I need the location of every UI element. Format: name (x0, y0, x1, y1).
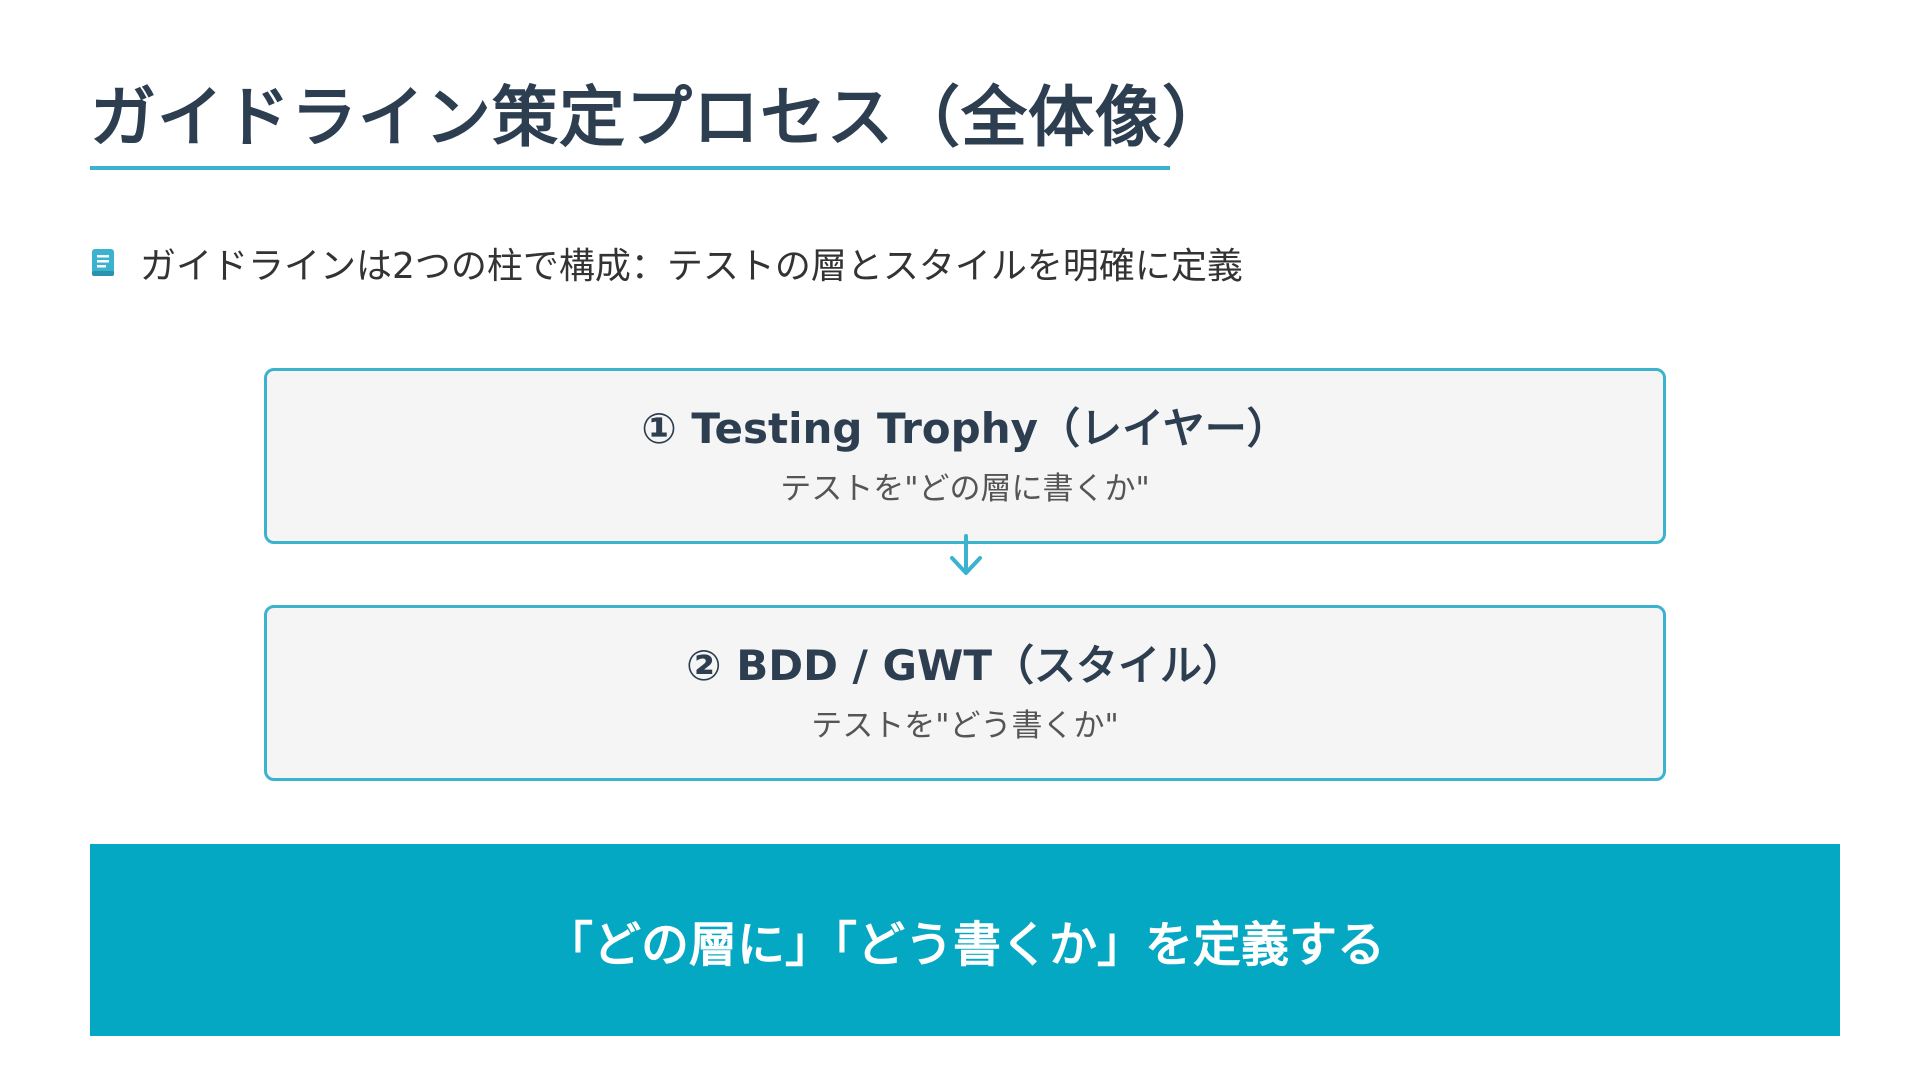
step-title: ② BDD / GWT（スタイル） (686, 641, 1244, 691)
title-underline (90, 166, 1170, 170)
banner-text: 「どの層に」「どう書くか」を定義する (544, 917, 1385, 973)
step-title: ① Testing Trophy（レイヤー） (641, 404, 1289, 454)
step-subtitle: テストを"どの層に書くか" (780, 470, 1150, 507)
summary-banner: 「どの層に」「どう書くか」を定義する (90, 844, 1840, 1036)
step-box-bdd-gwt: ② BDD / GWT（スタイル） テストを"どう書くか" (264, 605, 1666, 781)
page-title: ガイドライン策定プロセス（全体像） (90, 79, 1229, 156)
book-icon (92, 249, 114, 276)
bullet-text: ガイドラインは2つの柱で構成：テストの層とスタイルを明確に定義 (140, 246, 1243, 287)
bullet-item: ガイドラインは2つの柱で構成：テストの層とスタイルを明確に定義 (90, 238, 1243, 288)
step-box-testing-trophy: ① Testing Trophy（レイヤー） テストを"どの層に書くか" (264, 368, 1666, 544)
arrow-down-icon (950, 534, 982, 575)
step-subtitle: テストを"どう書くか" (811, 707, 1119, 744)
